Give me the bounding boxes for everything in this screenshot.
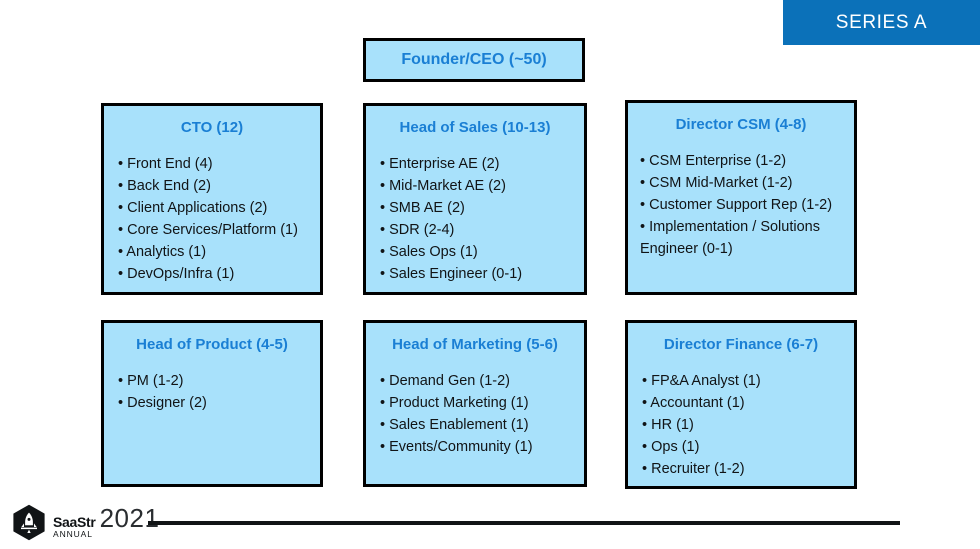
- list-item: • Accountant (1): [642, 395, 745, 411]
- list-item: • FP&A Analyst (1): [642, 373, 761, 389]
- list-item: • Enterprise AE (2): [380, 156, 500, 172]
- org-box-title: CTO (12): [180, 119, 244, 136]
- list-item: • Client Applications (2): [118, 200, 268, 216]
- org-box-role-list: • PM (1-2) • Designer (2): [104, 370, 320, 414]
- list-item: • DevOps/Infra (1): [118, 266, 235, 282]
- saastr-brand-text: SaaStr: [53, 513, 96, 530]
- saastr-wordmark-stack: SaaStr ANNUAL: [53, 515, 96, 540]
- series-stage-label: SERIES A: [835, 12, 928, 33]
- saastr-hexagon-rocket-icon: [13, 504, 45, 541]
- list-item: • Demand Gen (1-2): [380, 373, 510, 389]
- org-box-title: Head of Product (4-5): [136, 336, 288, 353]
- org-box-role-list: • CSM Enterprise (1-2) • CSM Mid-Market …: [628, 150, 854, 260]
- org-box-title: Head of Sales (10-13): [399, 119, 551, 136]
- saastr-annual-text: ANNUAL: [53, 528, 93, 539]
- list-item: • CSM Enterprise (1-2): [640, 153, 787, 169]
- list-item: • SDR (2-4): [380, 222, 455, 238]
- list-item: • Sales Ops (1): [380, 244, 478, 260]
- org-box-head-of-sales: Head of Sales (10-13) • Enterprise AE (2…: [363, 103, 587, 295]
- org-box-title: Founder/CEO (~50): [401, 51, 547, 68]
- list-item: • Mid-Market AE (2): [380, 178, 506, 194]
- saastr-year-text: 2021: [99, 502, 160, 533]
- list-item: • Back End (2): [118, 178, 211, 194]
- list-item: • SMB AE (2): [380, 200, 465, 216]
- org-box-role-list: • FP&A Analyst (1) • Accountant (1) • HR…: [628, 370, 854, 480]
- org-box-role-list: • Enterprise AE (2) • Mid-Market AE (2) …: [366, 153, 584, 285]
- slide-footer: SaaStr ANNUAL 2021: [0, 498, 980, 549]
- list-item: • Product Marketing (1): [380, 395, 529, 411]
- org-box-head-of-product: Head of Product (4-5) • PM (1-2) • Desig…: [101, 320, 323, 487]
- org-box-title: Director CSM (4-8): [675, 116, 807, 133]
- list-item: • HR (1): [642, 417, 694, 433]
- list-item: • Designer (2): [118, 395, 207, 411]
- footer-divider-rule: [148, 521, 900, 525]
- list-item: • PM (1-2): [118, 373, 184, 389]
- list-item: • Sales Enablement (1): [380, 417, 529, 433]
- series-stage-banner: SERIES A: [783, 0, 980, 45]
- org-box-head-of-marketing: Head of Marketing (5-6) • Demand Gen (1-…: [363, 320, 587, 487]
- list-item: • Implementation / Solutions Engineer (0…: [640, 219, 820, 257]
- list-item: • Core Services/Platform (1): [118, 222, 298, 238]
- org-box-title: Head of Marketing (5-6): [392, 336, 558, 353]
- saastr-logo: SaaStr ANNUAL 2021: [12, 504, 159, 541]
- saastr-wordmark: SaaStr ANNUAL 2021: [53, 502, 160, 540]
- list-item: • Events/Community (1): [380, 439, 533, 455]
- org-box-title: Director Finance (6-7): [663, 336, 819, 353]
- org-box-role-list: • Front End (4) • Back End (2) • Client …: [104, 153, 320, 285]
- list-item: • CSM Mid-Market (1-2): [640, 175, 793, 191]
- org-box-director-finance: Director Finance (6-7) • FP&A Analyst (1…: [625, 320, 857, 489]
- org-box-role-list: • Demand Gen (1-2) • Product Marketing (…: [366, 370, 584, 458]
- list-item: • Sales Engineer (0-1): [380, 266, 523, 282]
- list-item: • Customer Support Rep (1-2): [640, 197, 833, 213]
- list-item: • Analytics (1): [118, 244, 207, 260]
- list-item: • Front End (4): [118, 156, 213, 172]
- org-box-cto: CTO (12) • Front End (4) • Back End (2) …: [101, 103, 323, 295]
- org-box-director-csm: Director CSM (4-8) • CSM Enterprise (1-2…: [625, 100, 857, 295]
- list-item: • Recruiter (1-2): [642, 461, 745, 477]
- org-box-founder-ceo: Founder/CEO (~50): [363, 38, 585, 82]
- list-item: • Ops (1): [642, 439, 700, 455]
